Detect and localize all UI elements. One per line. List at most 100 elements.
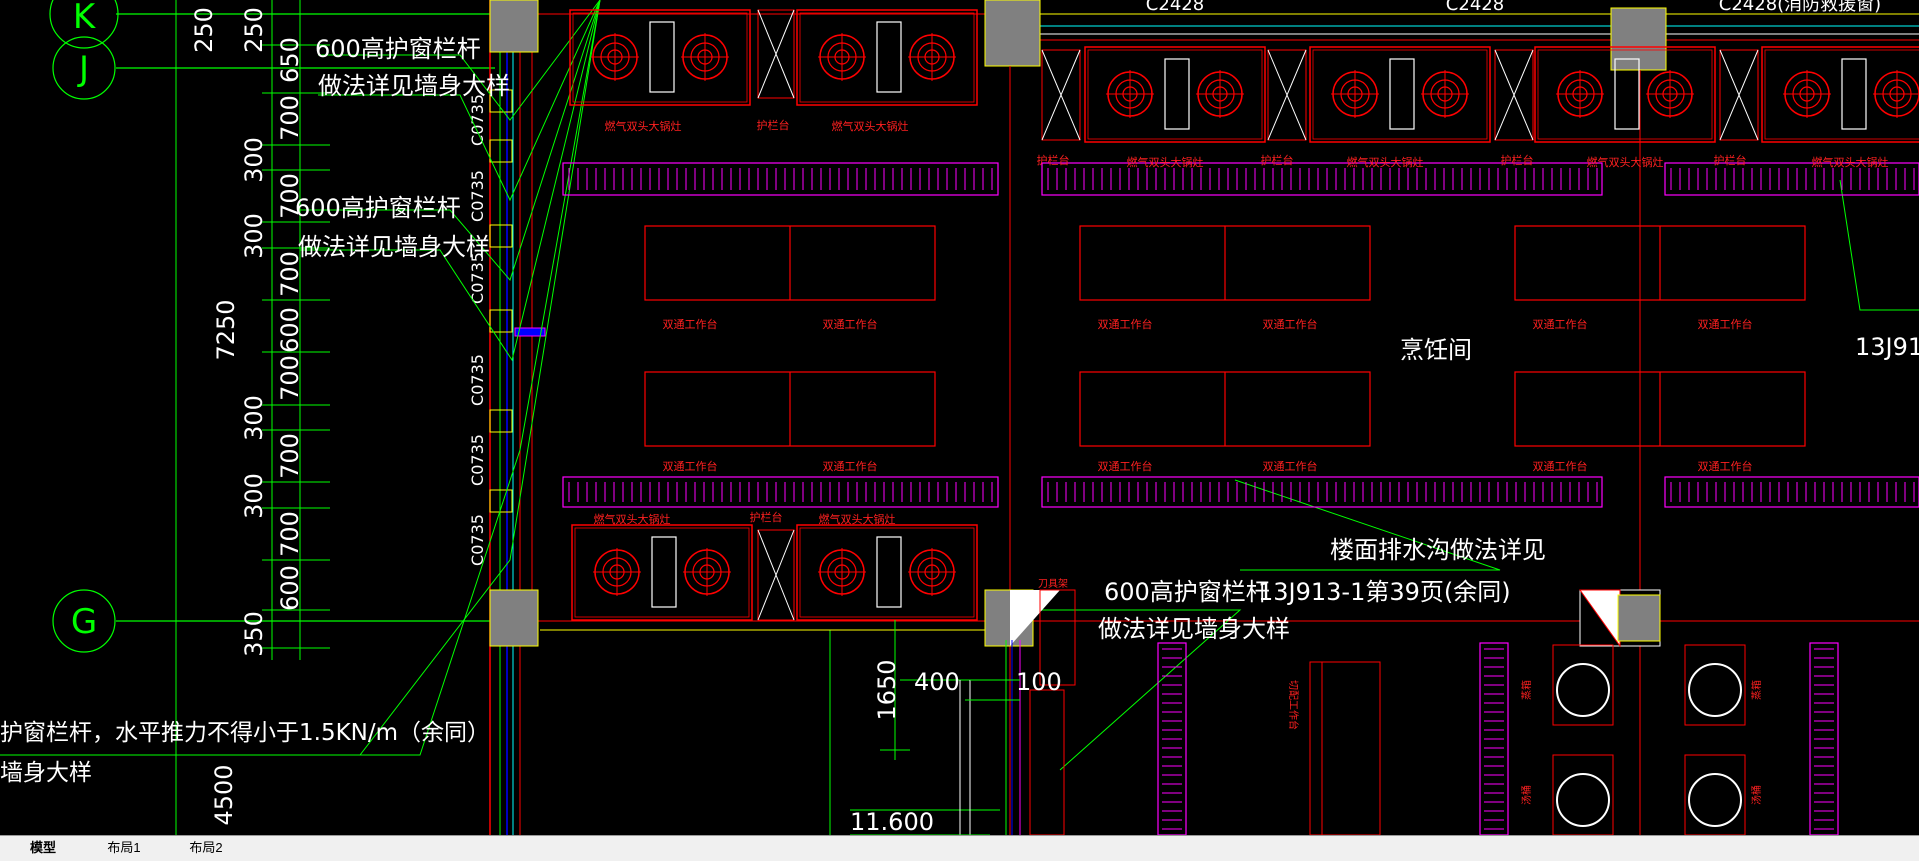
drain-grates	[562, 162, 1919, 835]
room-name: 烹饪间	[1400, 336, 1472, 364]
workbench-label: 双通工作台	[1098, 317, 1153, 331]
dim-text: 100	[1016, 668, 1062, 696]
dim-text: 700	[276, 511, 304, 557]
workbench-label: 双通工作台	[1533, 317, 1588, 331]
window-label: C0735	[468, 170, 487, 222]
workbench-label: 双通工作台	[1698, 317, 1753, 331]
axis-g-label: G	[71, 602, 97, 642]
workbenches	[644, 225, 1806, 447]
pot-label: 蒸箱	[1520, 680, 1533, 700]
stove-label: 燃气双头大锅灶	[605, 119, 682, 133]
drain-note-a: 楼面排水沟做法详见	[1330, 536, 1546, 564]
pot-labels: 蒸箱 汤桶 蒸箱 汤桶 切配工作台	[1287, 680, 1763, 805]
workbench-label: 双通工作台	[1263, 459, 1318, 473]
dim-text: 600	[276, 565, 304, 611]
tab-label: 模型	[29, 840, 56, 855]
window-label: C0735	[468, 354, 487, 406]
railing-note-2a: 600高护窗栏杆	[295, 194, 461, 222]
window-label: C0735	[468, 252, 487, 304]
window-label-top: C2428(消防救援窗)	[1719, 0, 1881, 15]
tab-layout1[interactable]: 布局1	[88, 838, 160, 858]
tab-label: 布局1	[107, 840, 141, 855]
workbench-label: 双通工作台	[1533, 459, 1588, 473]
dim-text: 11.600	[850, 808, 934, 835]
pot-label: 汤桶	[1750, 785, 1763, 805]
workbench-label: 双通工作台	[1263, 317, 1318, 331]
axis-k-label: K	[73, 0, 97, 37]
window-label: C0735	[468, 514, 487, 566]
stove-label: 燃气双头大锅灶	[819, 512, 896, 526]
dim-text: 7250	[212, 299, 240, 360]
tab-label: 布局2	[189, 840, 223, 855]
tab-model[interactable]: 模型	[8, 838, 78, 858]
dim-text: 700	[276, 173, 304, 219]
dim-text: 400	[914, 668, 960, 696]
guard-label: 护栏台	[750, 510, 783, 524]
railing-note-1a: 600高护窗栏杆	[315, 35, 481, 63]
window-label-top: C2428	[1446, 0, 1504, 15]
dim-text: 600	[276, 307, 304, 353]
stove-label: 燃气双头大锅灶	[594, 512, 671, 526]
railing-note-1b: 做法详见墙身大样	[318, 72, 510, 100]
guard-label: 护栏台	[1501, 153, 1534, 167]
exterior-wall	[489, 0, 546, 835]
workbench-labels: 双通工作台 双通工作台 双通工作台 双通工作台 双通工作台 双通工作台 双通工作…	[663, 317, 1753, 473]
workbench-label: 双通工作台	[663, 317, 718, 331]
dim-text: 250	[190, 7, 218, 53]
guard-label: 护栏台	[1261, 153, 1294, 167]
guard-label: 护栏台	[757, 118, 790, 132]
ref-note-right: 13J91	[1855, 333, 1919, 361]
washing-board-label: 切配工作台	[1287, 680, 1300, 730]
knife-rack-label: 刀具架	[1038, 578, 1068, 590]
dim-text: 1650	[873, 659, 901, 720]
stove-label: 燃气双头大锅灶	[1127, 155, 1204, 169]
stove-label: 燃气双头大锅灶	[832, 119, 909, 133]
dim-text: 650	[276, 37, 304, 83]
dimension-lines	[175, 0, 330, 835]
pot-label: 蒸箱	[1750, 680, 1763, 700]
window-label: C0735	[468, 434, 487, 486]
dimension-texts: 250 250 650 700 300 700 300 7250 700 600…	[190, 7, 304, 825]
workbench-label: 双通工作台	[823, 317, 878, 331]
dim-text: 700	[276, 433, 304, 479]
window-label: C0735	[468, 94, 487, 146]
layout-tab-bar: 模型 布局1 布局2	[0, 835, 1919, 861]
top-window-row	[984, 0, 1919, 835]
annotation-texts: 600高护窗栏杆 做法详见墙身大样 600高护窗栏杆 做法详见墙身大样 600高…	[0, 35, 1919, 786]
dim-text: 700	[276, 355, 304, 401]
dim-text: 300	[240, 473, 268, 519]
bottom-dimension-texts: 1650 400 100 11.600	[850, 659, 1062, 835]
stove-label: 燃气双头大锅灶	[1347, 155, 1424, 169]
railing-note-4b: 墙身大样	[0, 760, 92, 786]
pot-label: 汤桶	[1520, 785, 1533, 805]
leader-lines	[0, 0, 1919, 835]
guard-label: 护栏台	[1037, 153, 1070, 167]
dim-text: 4500	[210, 764, 238, 825]
workbench-label: 双通工作台	[1098, 459, 1153, 473]
stove-labels: 燃气双头大锅灶 护栏台 燃气双头大锅灶 护栏台 燃气双头大锅灶 护栏台 燃气双头…	[594, 118, 1889, 590]
dim-text: 250	[240, 7, 268, 53]
dim-text: 350	[240, 611, 268, 657]
dim-text: 300	[240, 137, 268, 183]
drain-note-b: 13J913-1第39页(余同)	[1258, 578, 1511, 606]
railing-note-4a: 护窗栏杆，水平推力不得小于1.5KN/m（余同）	[0, 720, 490, 746]
bottom-dimension-lines	[850, 620, 1020, 835]
dim-text: 300	[240, 395, 268, 441]
room-lines	[540, 589, 1661, 835]
dim-text: 700	[276, 95, 304, 141]
workbench-label: 双通工作台	[1698, 459, 1753, 473]
workbench-label: 双通工作台	[663, 459, 718, 473]
stove-label: 燃气双头大锅灶	[1812, 155, 1889, 169]
guard-label: 护栏台	[1714, 153, 1747, 167]
window-label-top: C2428	[1146, 0, 1204, 15]
cad-drawing-canvas[interactable]: K J G 250 250 650 700 300 700 300 7250 7…	[0, 0, 1919, 835]
railing-note-3b: 做法详见墙身大样	[1098, 615, 1290, 643]
tab-layout2[interactable]: 布局2	[170, 838, 242, 858]
railing-note-3a: 600高护窗栏杆	[1104, 578, 1270, 606]
railing-note-2b: 做法详见墙身大样	[298, 233, 490, 261]
window-codes: C0735 C0735 C0735 C0735 C0735 C0735	[468, 94, 487, 566]
dim-text: 300	[240, 213, 268, 259]
dim-text: 700	[276, 251, 304, 297]
workbench-label: 双通工作台	[823, 459, 878, 473]
stove-label: 燃气双头大锅灶	[1587, 155, 1664, 169]
